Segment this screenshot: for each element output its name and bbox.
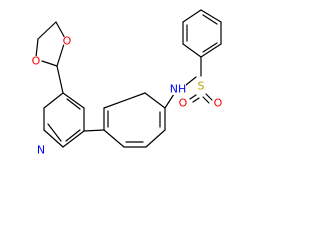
bond: [164, 93, 175, 109]
molecule-structure: O O N NH S O O: [31, 9, 223, 157]
bond: [202, 42, 218, 53]
bond: [189, 94, 197, 100]
bond: [200, 9, 222, 23]
nitrogen-atom-label: N: [37, 144, 45, 157]
bond: [56, 43, 65, 67]
bond-layer: [35, 9, 222, 148]
oxygen-atom-label: O: [32, 55, 41, 68]
bond: [202, 96, 210, 104]
bond: [66, 98, 81, 110]
bond: [43, 129, 64, 148]
bond: [182, 43, 202, 58]
bond: [65, 129, 81, 142]
bond: [37, 21, 57, 40]
bond: [192, 97, 200, 103]
bond: [41, 60, 58, 67]
bond: [35, 38, 39, 58]
bond: [83, 129, 105, 132]
bond: [43, 92, 64, 109]
atom-label-layer: O O N NH S O O: [31, 35, 223, 157]
oxygen-atom-label: O: [63, 35, 72, 48]
sulfur-atom-label: S: [198, 80, 205, 93]
bond: [144, 92, 166, 109]
bond: [62, 92, 85, 109]
bond: [56, 65, 64, 94]
bond: [145, 129, 166, 148]
amine-atom-label: NH: [170, 83, 187, 96]
bond: [202, 14, 218, 25]
bond: [200, 43, 222, 58]
bond: [205, 93, 213, 101]
oxygen-atom-label: O: [179, 97, 188, 110]
bond: [103, 92, 146, 109]
bond: [182, 9, 202, 23]
bond: [62, 130, 85, 148]
bond: [103, 129, 125, 148]
oxygen-atom-label: O: [214, 97, 223, 110]
bond: [185, 76, 197, 86]
bond: [47, 123, 62, 142]
